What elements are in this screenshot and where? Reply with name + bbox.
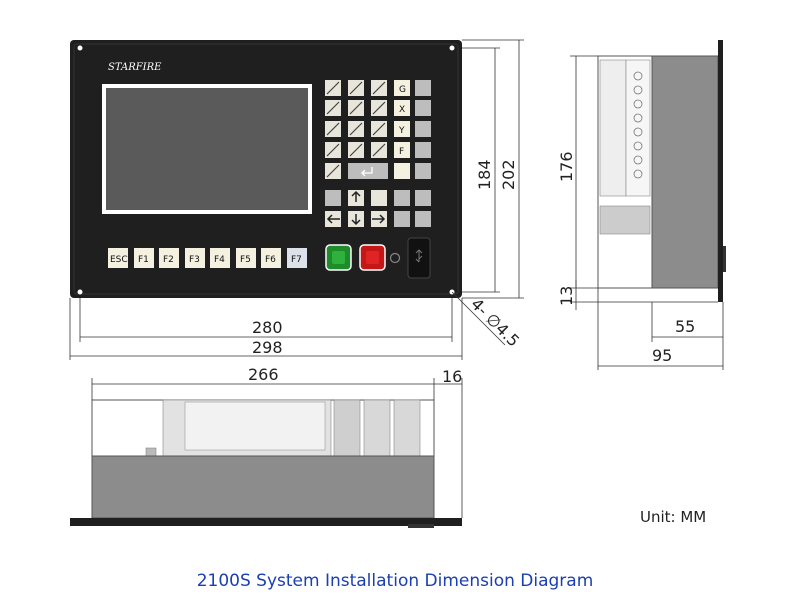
top-view: [70, 399, 462, 528]
key-x: [394, 100, 410, 116]
key-f-label: F: [399, 147, 404, 157]
mount-hole: [449, 45, 455, 51]
arrow-up-icon: [351, 190, 361, 202]
fkey-f4-label: F4: [214, 255, 225, 265]
front-dimension-lines: [69, 39, 524, 360]
fkey-f7-label: F7: [291, 255, 302, 265]
diagram-caption: 2100S System Installation Dimension Diag…: [196, 571, 594, 591]
function-key: [210, 248, 230, 268]
arrow-left-icon: [326, 214, 340, 224]
fkey-f6-label: F6: [265, 255, 276, 265]
dim-side-height: 176: [557, 151, 576, 182]
dim-hole: 4- ∅4.5: [467, 294, 523, 350]
side-dimension-lines: [570, 55, 724, 370]
mount-hole: [77, 45, 83, 51]
dim-outer-height: 202: [499, 159, 518, 190]
key-x-label: X: [399, 105, 405, 115]
arrow-down-icon: [351, 214, 361, 226]
dim-top-flange: 16: [442, 367, 462, 386]
fkey-f1-label: F1: [138, 255, 149, 265]
function-key: [287, 248, 307, 268]
dim-inner-height: 184: [475, 159, 494, 190]
function-key-row: ESC F1 F2 F3 F4 F5 F6 F7: [108, 248, 307, 268]
dim-side-depth-inner: 55: [675, 317, 695, 336]
key-y-label: Y: [398, 126, 405, 136]
brand-logo: STARFIRE: [108, 62, 162, 73]
dim-side-flange: 13: [557, 286, 576, 306]
fkey-f2-label: F2: [163, 255, 174, 265]
key-g-label: G: [399, 85, 406, 95]
arrow-right-icon: [372, 214, 386, 224]
key-f: [394, 142, 410, 158]
dim-inner-width: 280: [252, 318, 283, 337]
dim-outer-width: 298: [252, 338, 283, 357]
key-y: [394, 121, 410, 137]
enter-arrow-icon: [361, 167, 373, 177]
key-row: [325, 80, 431, 96]
side-view: [597, 40, 726, 302]
fkey-f3-label: F3: [189, 255, 200, 265]
fkey-esc-label: ESC: [110, 255, 128, 265]
usb-icon: [415, 249, 423, 263]
function-key: [134, 248, 154, 268]
control-buttons: [325, 237, 431, 279]
function-key: [236, 248, 256, 268]
fkey-f5-label: F5: [240, 255, 251, 265]
dim-top-width: 266: [248, 365, 279, 384]
function-key: [108, 248, 128, 268]
power-icon: [389, 252, 401, 264]
key-g: [394, 80, 410, 96]
mount-hole: [77, 289, 83, 295]
top-dimension-lines: [91, 378, 463, 518]
dim-side-depth-total: 95: [652, 346, 672, 365]
keypad: G X Y F: [325, 80, 431, 227]
function-key: [185, 248, 205, 268]
function-key: [261, 248, 281, 268]
function-key: [159, 248, 179, 268]
unit-label: Unit: MM: [640, 508, 707, 526]
enter-key: [348, 163, 388, 179]
